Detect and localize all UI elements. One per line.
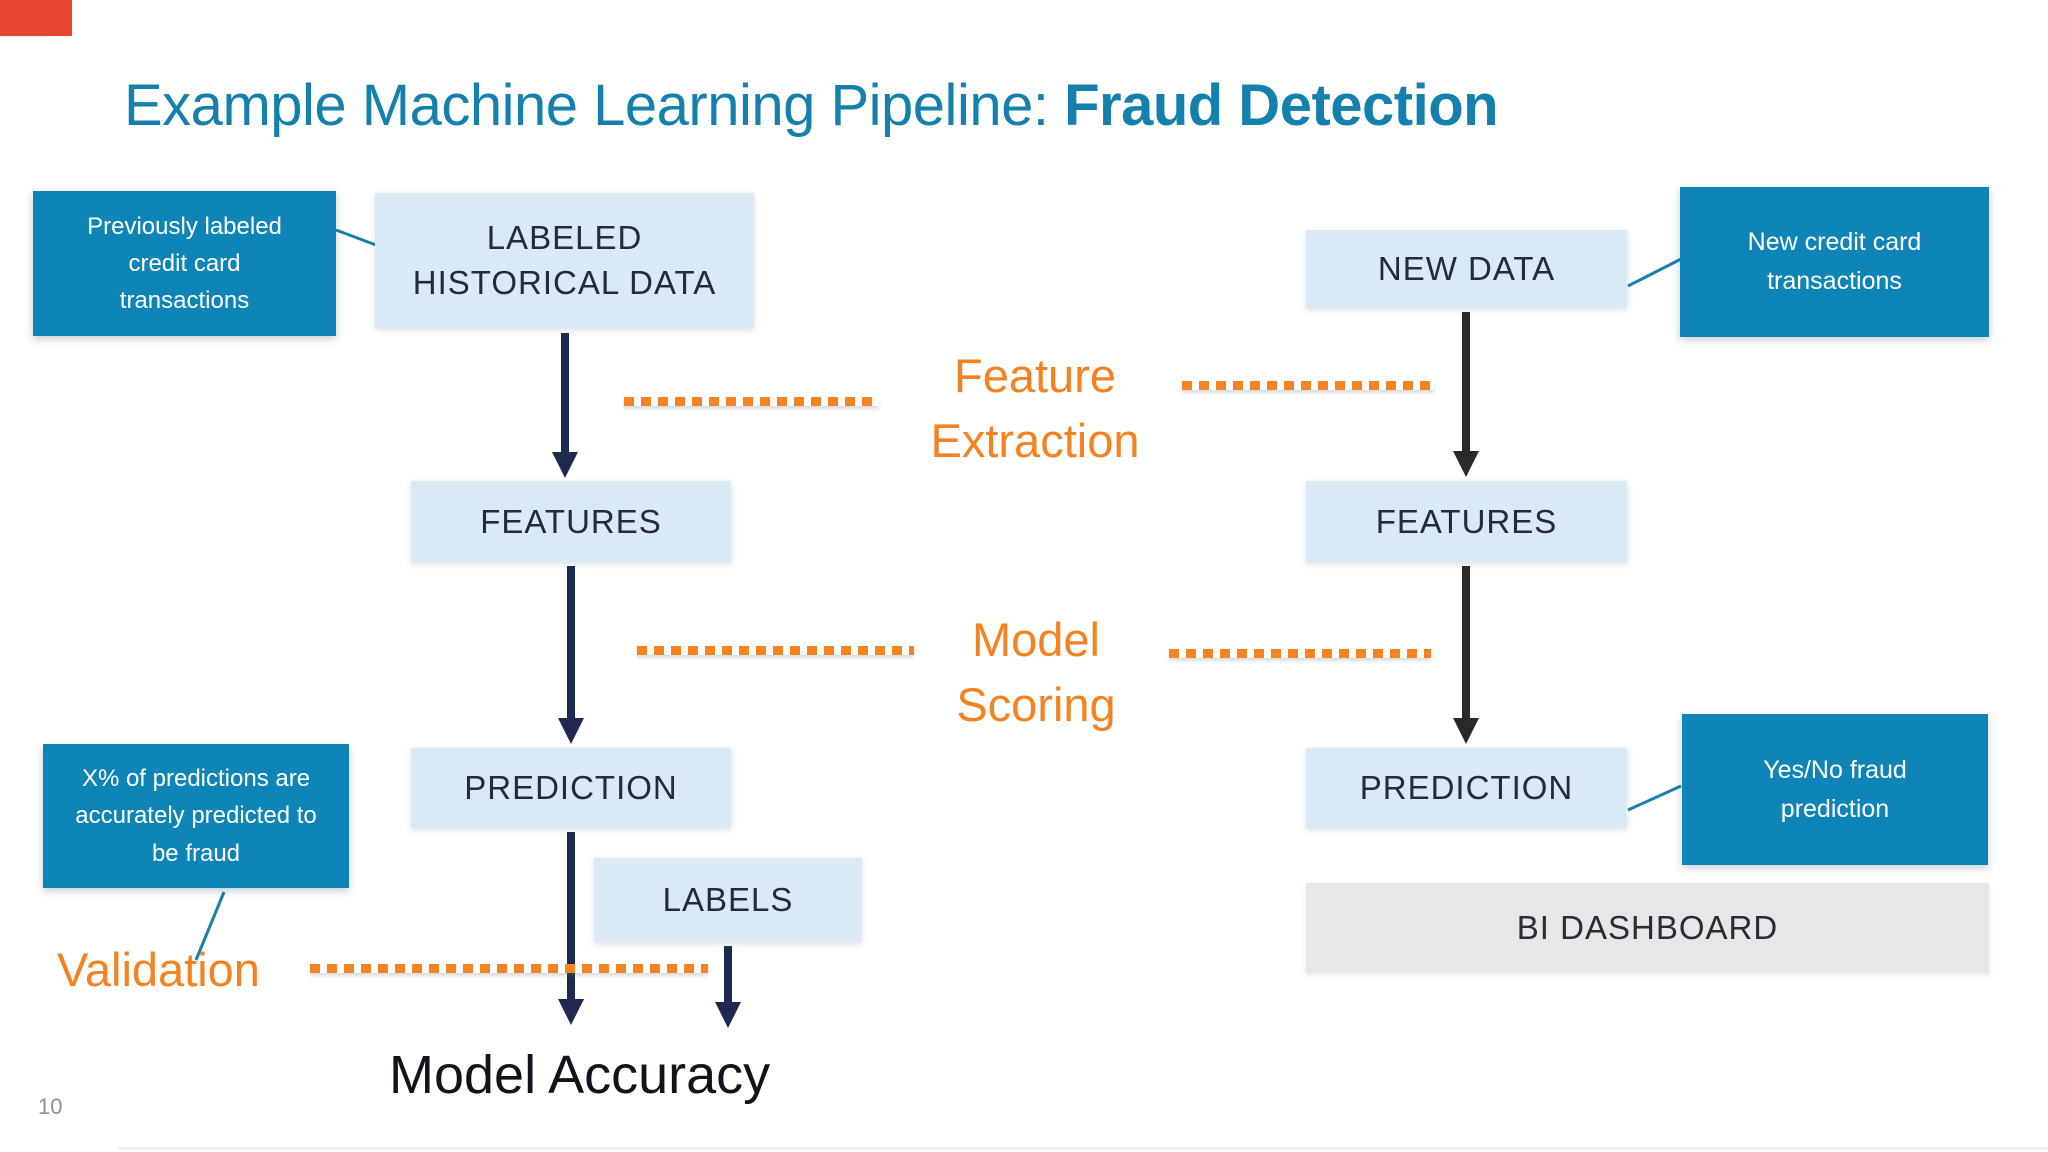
callout-connector-lines <box>194 228 1682 961</box>
connector-prevlabeled-to-labeled <box>335 228 377 247</box>
bottom-rule <box>118 1147 2048 1150</box>
connector-xpct-to-validation <box>194 891 226 961</box>
page-title-emphasis: Fraud Detection <box>1064 73 1499 138</box>
stage-features-left: FEATURES <box>411 481 731 562</box>
callout-new-credit-card-text: New credit card transactions <box>1747 228 1922 295</box>
stage-features-left-text: FEATURES <box>480 502 662 540</box>
page-title: Example Machine Learning Pipeline: Fraud… <box>124 72 1924 139</box>
stage-labeled-historical-data: LABELED HISTORICAL DATA <box>375 193 754 328</box>
stage-bi-dashboard: BI DASHBOARD <box>1306 883 1989 973</box>
stage-labels-text: LABELS <box>662 881 794 918</box>
label-feature-extraction: Feature Extraction <box>930 349 1140 467</box>
stage-features-right: FEATURES <box>1306 481 1627 562</box>
label-model-scoring: Model Scoring <box>956 613 1116 731</box>
label-model-accuracy: Model Accuracy <box>389 1045 771 1105</box>
stage-prediction-right-text: PREDICTION <box>1359 769 1574 806</box>
callout-previously-labeled-text: Previously labeled credit card transacti… <box>87 212 282 315</box>
callout-previously-labeled: Previously labeled credit card transacti… <box>33 191 336 336</box>
stage-bi-dashboard-text: BI DASHBOARD <box>1516 909 1779 946</box>
stage-features-right-text: FEATURES <box>1375 502 1558 540</box>
page-title-prefix: Example Machine Learning Pipeline: <box>124 73 1065 138</box>
stage-new-data: NEW DATA <box>1306 230 1627 308</box>
arrow-features-to-prediction-left <box>558 566 584 744</box>
stage-prediction-left-text: PREDICTION <box>464 769 678 806</box>
callout-yesno-fraud-text: Yes/No fraud prediction <box>1763 755 1907 823</box>
arrow-prediction-to-accuracy <box>558 832 584 1025</box>
label-validation: Validation <box>57 943 260 996</box>
connector-prediction-to-yesno <box>1627 784 1682 812</box>
arrow-labeled-to-features <box>552 333 578 478</box>
corner-accent-bar <box>0 0 72 36</box>
arrow-features-to-prediction-right <box>1453 566 1479 744</box>
callout-xpct-predictions-text: X% of predictions are accurately predict… <box>75 765 317 867</box>
callout-new-credit-card: New credit card transactions <box>1680 187 1989 337</box>
dotted-line-model-scoring-right <box>1169 649 1431 658</box>
dotted-line-feature-extraction-left <box>624 397 879 406</box>
stage-labels: LABELS <box>594 858 862 942</box>
page-number: 10 <box>38 1094 63 1119</box>
right-pipeline-arrows <box>1453 312 1479 744</box>
callout-xpct-predictions: X% of predictions are accurately predict… <box>43 744 349 888</box>
arrow-newdata-to-features <box>1453 312 1479 477</box>
arrow-labels-to-accuracy <box>715 946 741 1028</box>
stage-prediction-left: PREDICTION <box>411 748 731 828</box>
connector-newdata-to-newcredit <box>1627 257 1682 288</box>
stage-prediction-right: PREDICTION <box>1306 748 1627 828</box>
stage-labeled-historical-data-text: LABELED HISTORICAL DATA <box>412 218 717 301</box>
dotted-line-feature-extraction-right <box>1182 381 1434 390</box>
dotted-line-model-scoring-left <box>637 646 914 655</box>
callout-yesno-fraud: Yes/No fraud prediction <box>1682 714 1988 865</box>
stage-new-data-text: NEW DATA <box>1377 250 1556 287</box>
dotted-line-validation <box>310 964 708 973</box>
